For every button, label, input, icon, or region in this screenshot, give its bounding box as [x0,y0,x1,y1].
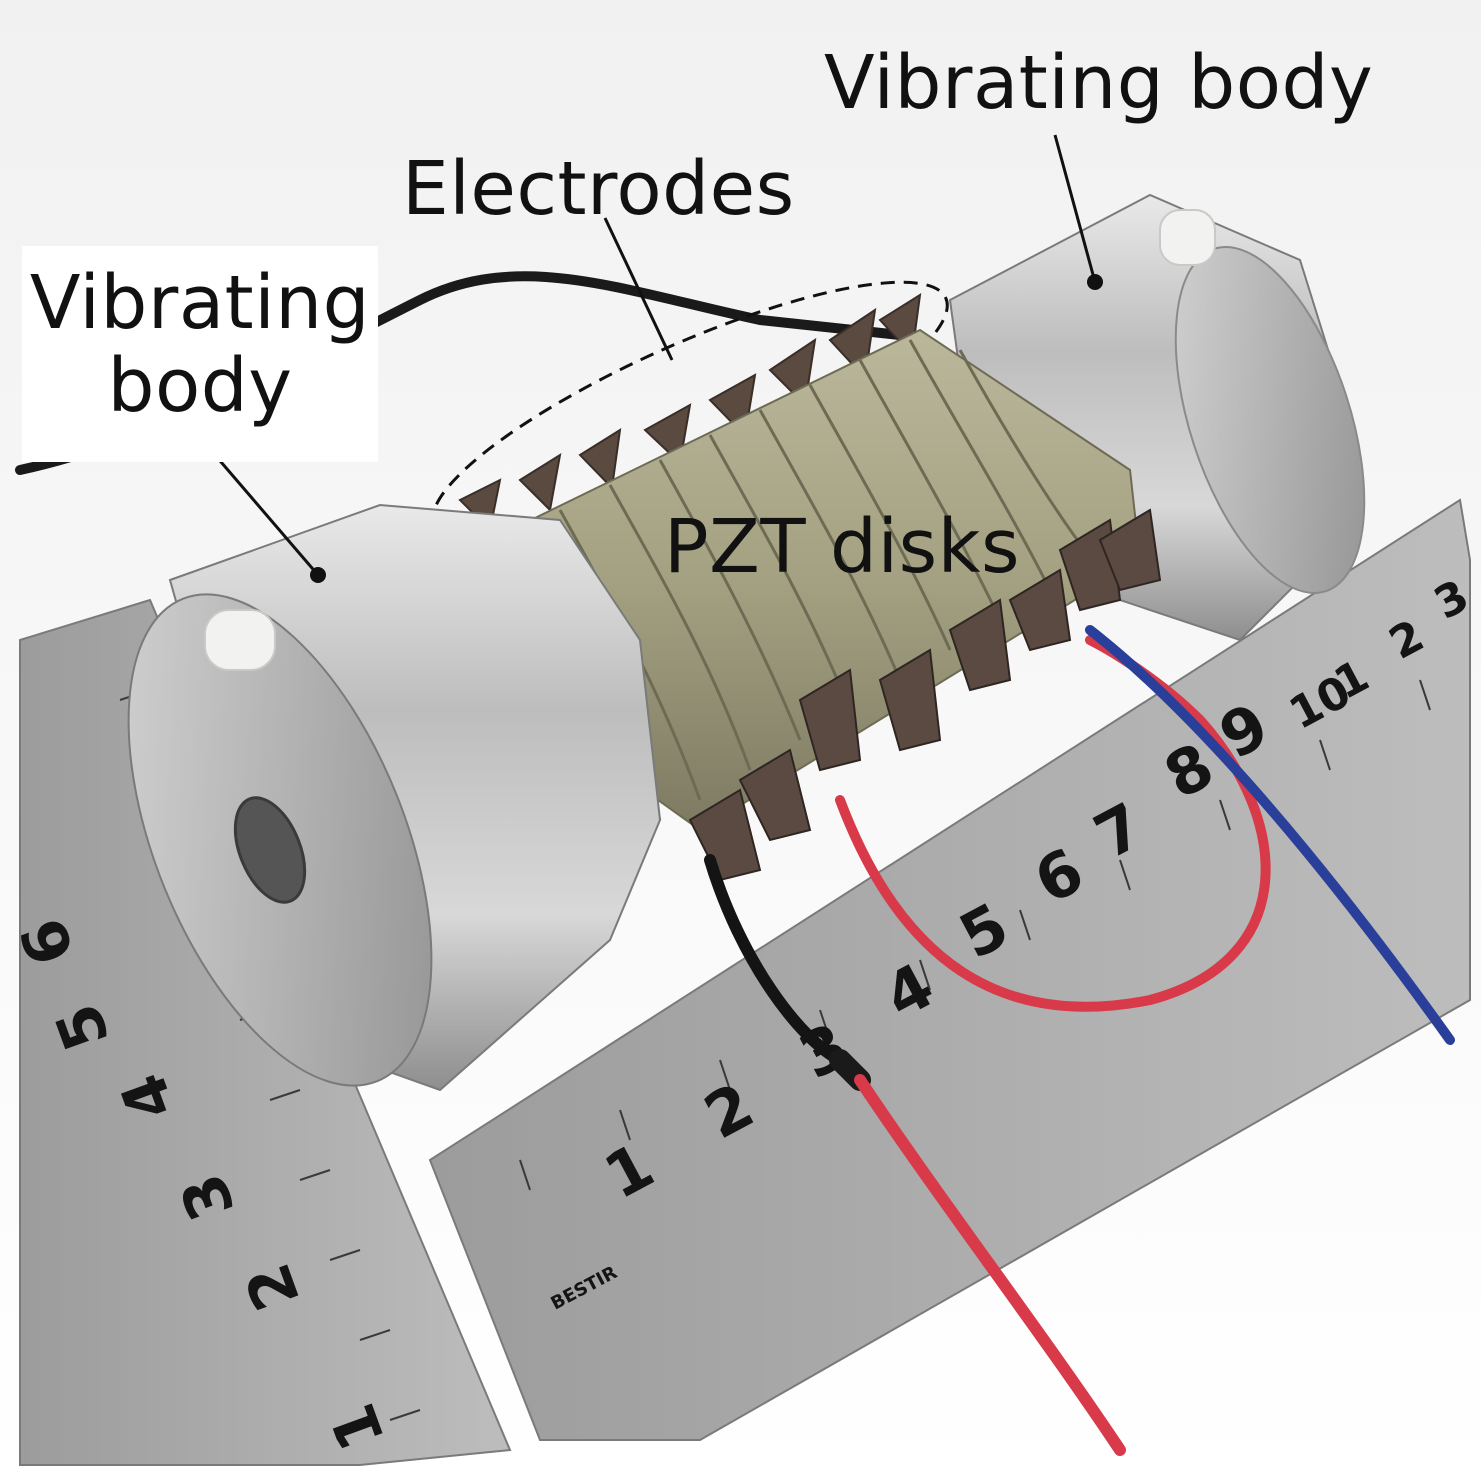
leader-right-body [1053,134,1097,283]
white-screw-right [1159,209,1216,266]
black-wire [704,854,846,1066]
electrode-tabs-front [688,508,1162,882]
label-electrodes: Electrodes [402,146,795,232]
label-vibrating-body-left: Vibrating body [29,260,371,429]
left-vibrating-body [127,503,662,1092]
left-label-background [22,246,378,462]
threaded-hole [233,796,307,904]
leader-dot-right [1087,274,1103,290]
red-wire-loop [835,635,1271,1012]
label-pzt-disks: PZT disks [664,504,1021,590]
leader-left-body [213,454,320,576]
label-vibrating-body-right: Vibrating body [824,40,1374,126]
leader-lines [213,134,1097,576]
blue-wire [1085,625,1455,1045]
white-screw-left [204,609,276,671]
red-wire-long [854,1074,1126,1456]
leader-dot-left [310,567,326,583]
leader-electrodes [603,217,674,361]
